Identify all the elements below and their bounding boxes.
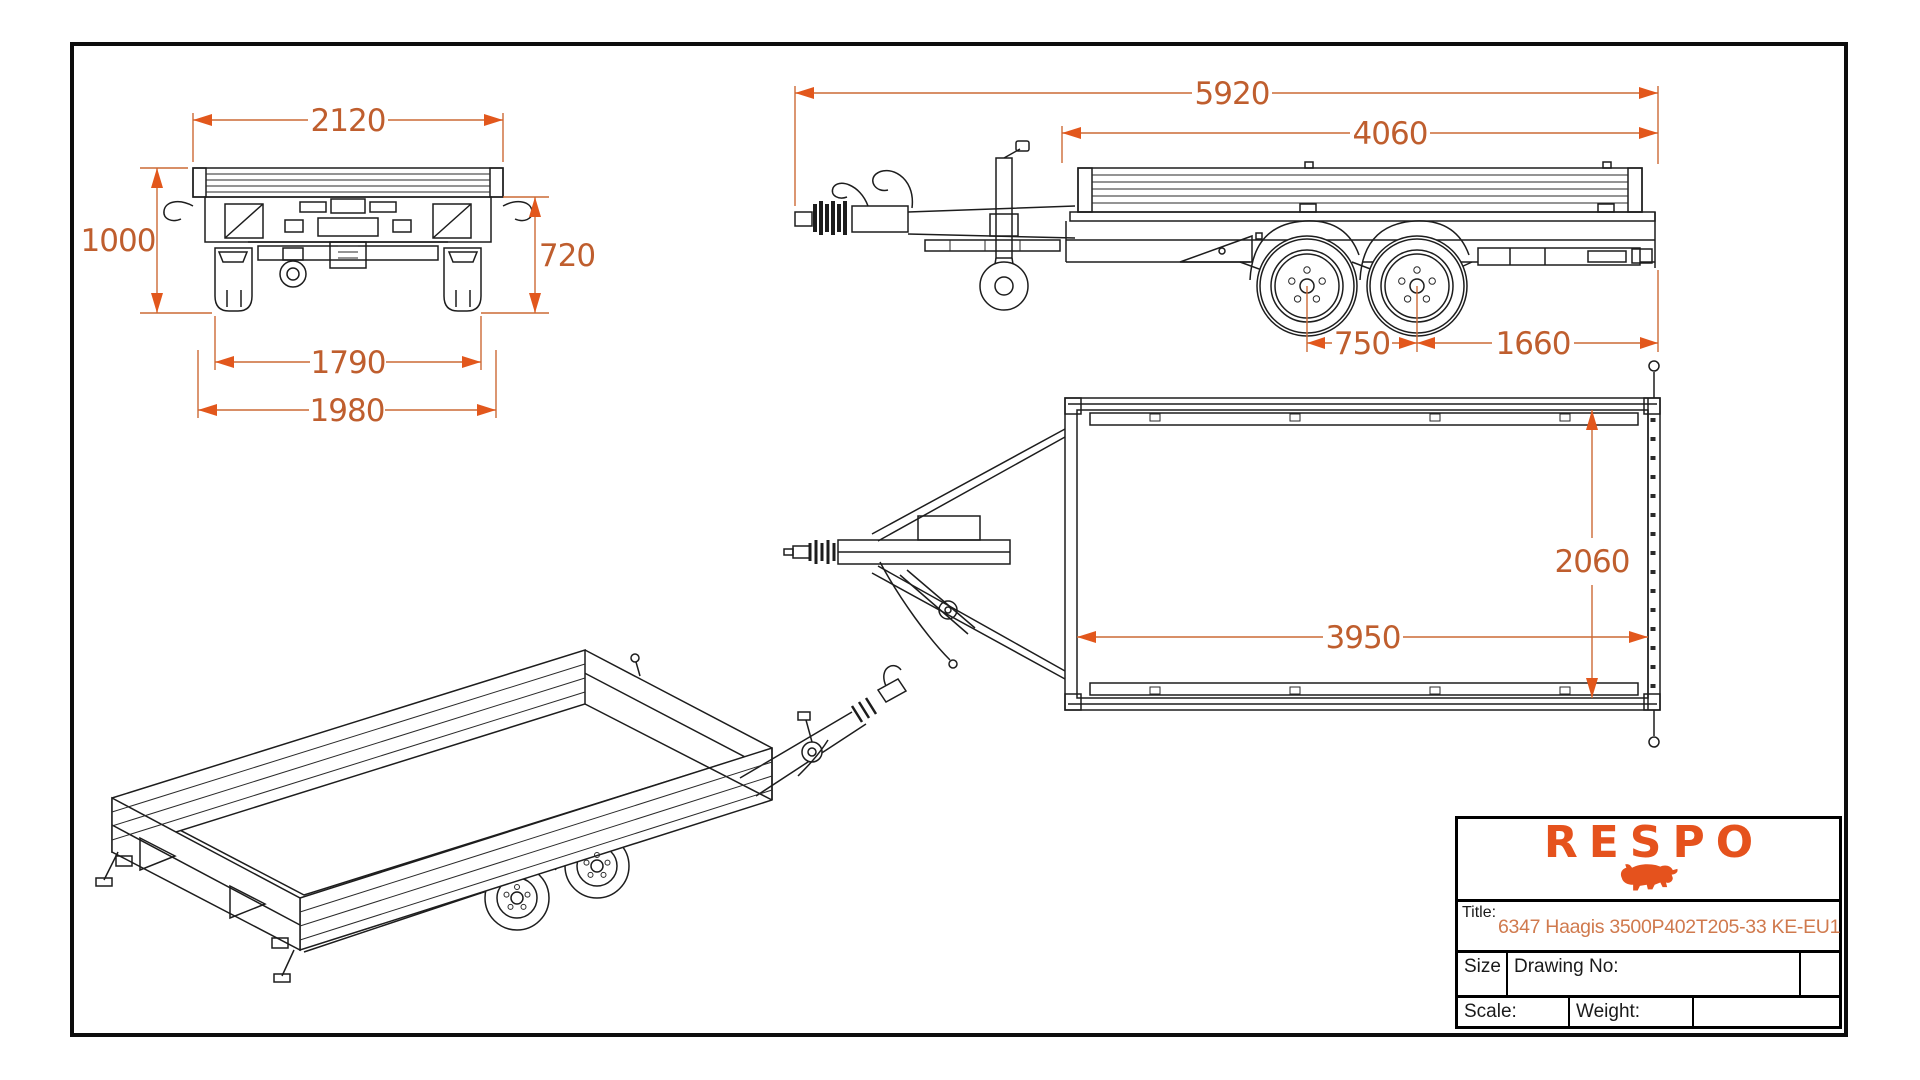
logo-box: RESPO — [1458, 817, 1839, 903]
side-view-dimensions: 5920 4060 750 1660 — [794, 76, 1659, 362]
weight-label: Weight: — [1576, 1001, 1641, 1022]
top-view-drawing — [783, 360, 1661, 748]
drawing-no-label: Drawing No: — [1514, 956, 1619, 978]
drawing-no-cell: Drawing No: — [1508, 953, 1801, 995]
scale-label: Scale: — [1464, 1001, 1517, 1022]
dim-rear-height: 1000 — [81, 223, 156, 259]
bull-icon — [1620, 864, 1678, 891]
iso-view-drawing — [95, 648, 908, 983]
size-label: Size — [1464, 956, 1501, 978]
side-view-drawing — [794, 140, 1656, 337]
title-row: Title: 6347 Haagis 3500P402T205-33 KE-EU… — [1458, 902, 1841, 954]
dim-bed-length: 4060 — [1353, 116, 1428, 152]
dim-top-length: 3950 — [1326, 620, 1401, 656]
rear-view-dimensions: 2120 1000 720 1790 1980 — [81, 103, 597, 429]
rear-view-drawing — [163, 167, 533, 312]
top-view-dimensions: 2060 3950 — [1077, 410, 1648, 698]
drawing-border — [70, 42, 1848, 1037]
size-row: Size Drawing No: — [1458, 953, 1839, 998]
dim-rear-track-inner: 1790 — [311, 345, 386, 381]
weight-cell: Weight: — [1570, 998, 1694, 1026]
drawing-title: 6347 Haagis 3500P402T205-33 KE-EU1 — [1498, 916, 1841, 939]
scale-cell: Scale: — [1458, 998, 1570, 1026]
size-cell: Size — [1458, 953, 1508, 995]
dim-rear-width: 2120 — [311, 103, 386, 139]
empty-cell — [1694, 998, 1839, 1026]
revision-cell — [1801, 953, 1839, 995]
title-block: RESPO Title: 6347 Haagis 3500P402T205-33… — [1455, 816, 1842, 1029]
dim-rear-overhang: 1660 — [1496, 326, 1571, 362]
dim-rear-frame-height: 720 — [539, 238, 595, 274]
scale-row: Scale: Weight: — [1458, 998, 1839, 1026]
title-label: Title: — [1462, 904, 1497, 922]
dim-total-length: 5920 — [1195, 76, 1270, 112]
dim-axle-spacing: 750 — [1334, 326, 1390, 362]
dim-rear-track-outer: 1980 — [310, 393, 385, 429]
dim-top-width: 2060 — [1555, 544, 1630, 580]
respo-logo: RESPO — [1543, 817, 1765, 869]
